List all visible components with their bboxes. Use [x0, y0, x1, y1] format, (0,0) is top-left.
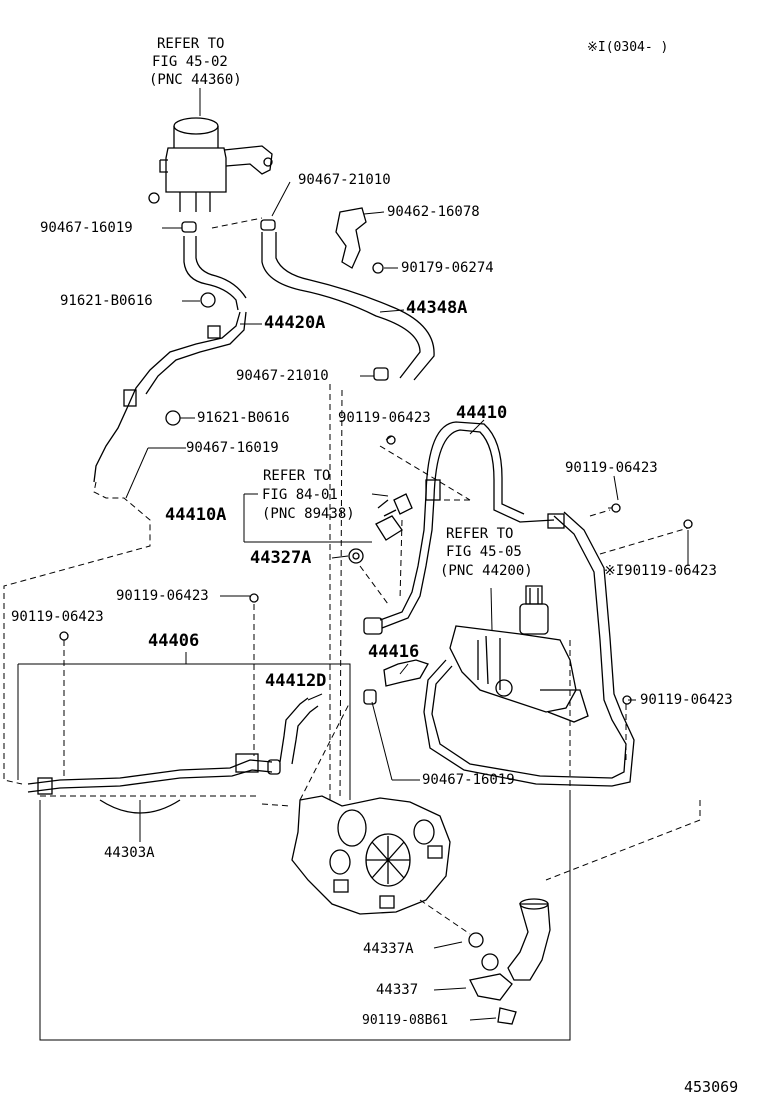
- part-90119-06423-d: 90119-06423: [116, 588, 209, 604]
- hose-44348a: [261, 232, 435, 381]
- part-91621-b0616-mid: 91621-B0616: [197, 410, 290, 426]
- refer-gear-line2: FIG 45-05: [446, 544, 522, 560]
- return-hose-44420a: [93, 236, 247, 483]
- part-90179-06274: 90179-06274: [401, 260, 494, 276]
- refer-reservoir-line3: (PNC 44360): [149, 72, 242, 88]
- clamp-bracket: [335, 207, 384, 274]
- part-44303a: 44303A: [104, 845, 155, 861]
- part-90467-16019-top: 90467-16019: [40, 220, 133, 236]
- part-44420a: 44420A: [264, 313, 326, 333]
- refer-sensor-line1: REFER TO: [263, 468, 331, 484]
- part-44327a: 44327A: [250, 548, 312, 568]
- part-90467-21010-mid: 90467-21010: [236, 368, 329, 384]
- part-44412d: 44412D: [265, 671, 327, 691]
- refer-sensor-line3: (PNC 89438): [262, 506, 355, 522]
- part-44337a: 44337A: [363, 941, 414, 957]
- refer-gear-line3: (PNC 44200): [440, 563, 533, 579]
- clips-91621-b0616: [165, 292, 216, 426]
- corner-note: ※I(0304- ): [587, 40, 669, 55]
- pipe-44406: [27, 753, 273, 814]
- refer-gear-line1: REFER TO: [446, 526, 514, 542]
- part-44337: 44337: [376, 982, 419, 998]
- part-44410: 44410: [456, 403, 508, 423]
- part-44348a: 44348A: [406, 298, 468, 318]
- leader-lines: [17, 88, 689, 1041]
- gear-tube-44416: [383, 511, 635, 787]
- part-90119-06423-b: 90119-06423: [565, 460, 658, 476]
- refer-reservoir-line2: FIG 45-02: [152, 54, 228, 70]
- hose-44412d: [279, 697, 319, 765]
- vane-pump: [291, 795, 451, 915]
- part-90467-16019-mid: 90467-16019: [186, 440, 279, 456]
- reservoir-tank: [148, 117, 273, 212]
- pressure-switch: [348, 493, 413, 564]
- dashed-lines: [3, 217, 701, 935]
- part-90119-06423-f: 90119-06423: [640, 692, 733, 708]
- part-90462-16078: 90462-16078: [387, 204, 480, 220]
- pressure-tube-44410: [363, 421, 555, 635]
- steering-gear: [449, 585, 589, 723]
- part-44406: 44406: [148, 631, 200, 651]
- bolts: [59, 435, 693, 705]
- part-90467-16019-low: 90467-16019: [422, 772, 515, 788]
- union-44337: [468, 898, 551, 1025]
- part-91621-b0616-top: 91621-B0616: [60, 293, 153, 309]
- hose-clamps: [181, 219, 389, 775]
- part-90119-06423-a: 90119-06423: [338, 410, 431, 426]
- part-44416: 44416: [368, 642, 420, 662]
- part-90119-08b61: 90119-08B61: [362, 1013, 449, 1028]
- part-90119-06423-e: 90119-06423: [11, 609, 104, 625]
- part-90119-06423-c: ※I90119-06423: [604, 563, 717, 579]
- figure-number: 453069: [684, 1078, 739, 1096]
- part-44410a: 44410A: [165, 505, 227, 525]
- part-90467-21010-top: 90467-21010: [298, 172, 391, 188]
- refer-sensor-line2: FIG 84-01: [262, 487, 338, 503]
- refer-reservoir-line1: REFER TO: [157, 36, 225, 52]
